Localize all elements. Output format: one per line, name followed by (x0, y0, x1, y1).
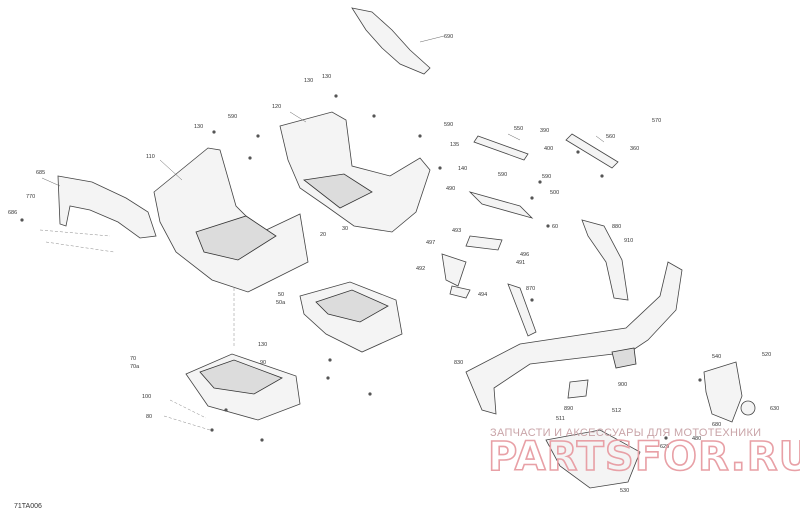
callout-135: 135 (450, 142, 459, 148)
callout-110: 110 (146, 154, 155, 160)
rack-bar-part (473, 133, 619, 169)
callout-140: 140 (458, 166, 467, 172)
callout-130: 130 (304, 78, 313, 84)
callout-560: 560 (606, 134, 615, 140)
callout-491: 491 (516, 260, 525, 266)
callout-900: 900 (618, 382, 627, 388)
callout-570: 570 (652, 118, 661, 124)
bumper-frame-part (465, 219, 683, 415)
callout-520: 520 (762, 352, 771, 358)
callout-70: 70 (130, 356, 136, 362)
callout-770: 770 (26, 194, 35, 200)
callout-530: 530 (620, 488, 629, 494)
callout-50: 50 (278, 292, 284, 298)
diagram-id: 71TA006 (14, 503, 42, 510)
callout-590: 590 (444, 122, 453, 128)
callout-390: 390 (540, 128, 549, 134)
callout-620: 620 (660, 444, 669, 450)
callout-830: 830 (454, 360, 463, 366)
callout-20: 20 (320, 232, 326, 238)
left-side-panel-part (39, 175, 157, 253)
bracket-part (441, 235, 503, 299)
callout-500: 500 (550, 190, 559, 196)
splash-guard-part (351, 7, 445, 75)
callout-511: 511 (556, 416, 565, 422)
callout-490: 490 (446, 186, 455, 192)
callout-870: 870 (526, 286, 535, 292)
left-footwell-part (153, 147, 309, 293)
callout-30: 30 (342, 226, 348, 232)
callout-494: 494 (478, 292, 487, 298)
callout-130: 130 (322, 74, 331, 80)
front-footrest-part (163, 353, 301, 431)
callout-630: 630 (770, 406, 779, 412)
callout-496: 496 (520, 252, 529, 258)
callout-130: 130 (194, 124, 203, 130)
fasteners (20, 94, 702, 442)
watermark: ЗАПЧАСТИ И АКСЕССУАРЫ ДЛЯ МОТОТЕХНИКИ PA… (487, 427, 800, 481)
callout-690: 690 (444, 34, 453, 40)
callout-80: 80 (146, 414, 152, 420)
callout-60: 60 (552, 224, 558, 230)
watermark-caption: ЗАПЧАСТИ И АКСЕССУАРЫ ДЛЯ МОТОТЕХНИКИ (490, 427, 761, 439)
callout-880: 880 (612, 224, 621, 230)
callout-480: 480 (692, 436, 701, 442)
callout-590: 590 (542, 174, 551, 180)
callout-540: 540 (712, 354, 721, 360)
mount-plate-part (468, 191, 534, 219)
callout-130: 130 (258, 342, 267, 348)
callout-492: 492 (416, 266, 425, 272)
callout-890: 890 (564, 406, 573, 412)
callout-497: 497 (426, 240, 435, 246)
callout-680: 680 (712, 422, 721, 428)
callout-90: 90 (260, 360, 266, 366)
callout-685: 685 (36, 170, 45, 176)
callout-550: 550 (514, 126, 523, 132)
callout-labels: 690 130 130 120 130 590 590 135 110 685 … (8, 34, 779, 494)
callout-590: 590 (498, 172, 507, 178)
callout-910: 910 (624, 238, 633, 244)
callout-493: 493 (452, 228, 461, 234)
callout-70a: 70a (130, 364, 140, 370)
callout-400: 400 (544, 146, 553, 152)
center-footrest-part (233, 281, 403, 353)
light-housing-part (703, 361, 756, 423)
callout-360: 360 (630, 146, 639, 152)
callout-120: 120 (272, 104, 281, 110)
callout-50a: 50a (276, 300, 286, 306)
watermark-logo: PARTSFOR.RU (488, 434, 800, 480)
callout-590: 590 (228, 114, 237, 120)
callout-100: 100 (142, 394, 151, 400)
callout-512: 512 (612, 408, 621, 414)
callout-686: 686 (8, 210, 17, 216)
lower-bumper-part (545, 379, 641, 489)
right-footwell-part (279, 111, 431, 233)
